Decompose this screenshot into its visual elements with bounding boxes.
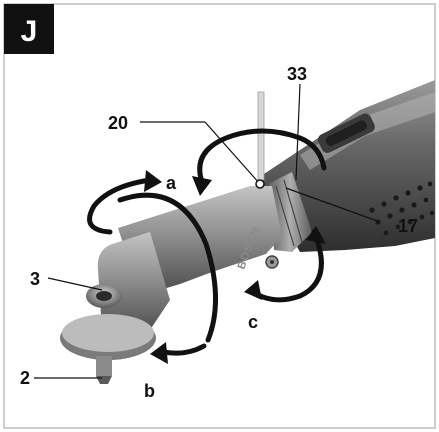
leader-20-diag — [204, 121, 261, 185]
switch-slider — [317, 113, 375, 153]
label-3: 3 — [30, 269, 40, 289]
figure-badge — [4, 4, 54, 54]
label-a: a — [166, 173, 177, 193]
label-b: b — [144, 381, 155, 401]
arrow-head-a — [192, 176, 212, 196]
angle-head — [97, 232, 170, 337]
figure-label: J — [21, 15, 38, 48]
label-17: 17 — [398, 216, 418, 236]
rotation-ring-front — [117, 192, 218, 343]
grip-dots — [369, 181, 435, 236]
label-33: 33 — [287, 64, 307, 84]
arrow-heads — [144, 170, 326, 364]
output-spindle — [96, 356, 112, 376]
label-20: 20 — [108, 113, 128, 133]
tool-illustration: BOSCH — [60, 80, 435, 384]
label-c: c — [248, 312, 258, 332]
rotation-arrow-b-lower — [161, 343, 207, 356]
leader-3 — [47, 277, 103, 291]
rotation-arrows — [87, 128, 327, 356]
leader-17 — [285, 187, 381, 223]
rotation-arrow-a — [197, 128, 327, 185]
arrow-head-c-top — [306, 226, 326, 244]
label-2: 2 — [20, 368, 30, 388]
rotation-arrow-c — [247, 229, 324, 303]
rotation-arrow-b — [87, 177, 153, 235]
collar-ring-lines — [275, 179, 303, 247]
arrow-head-b-top — [144, 170, 162, 192]
leader-33 — [295, 83, 301, 181]
reference-bar — [257, 91, 265, 181]
callout-leaders — [34, 83, 381, 379]
arrow-head-b-lower — [150, 342, 168, 364]
marker-dot-20 — [255, 179, 265, 189]
arrow-head-c — [244, 280, 262, 300]
